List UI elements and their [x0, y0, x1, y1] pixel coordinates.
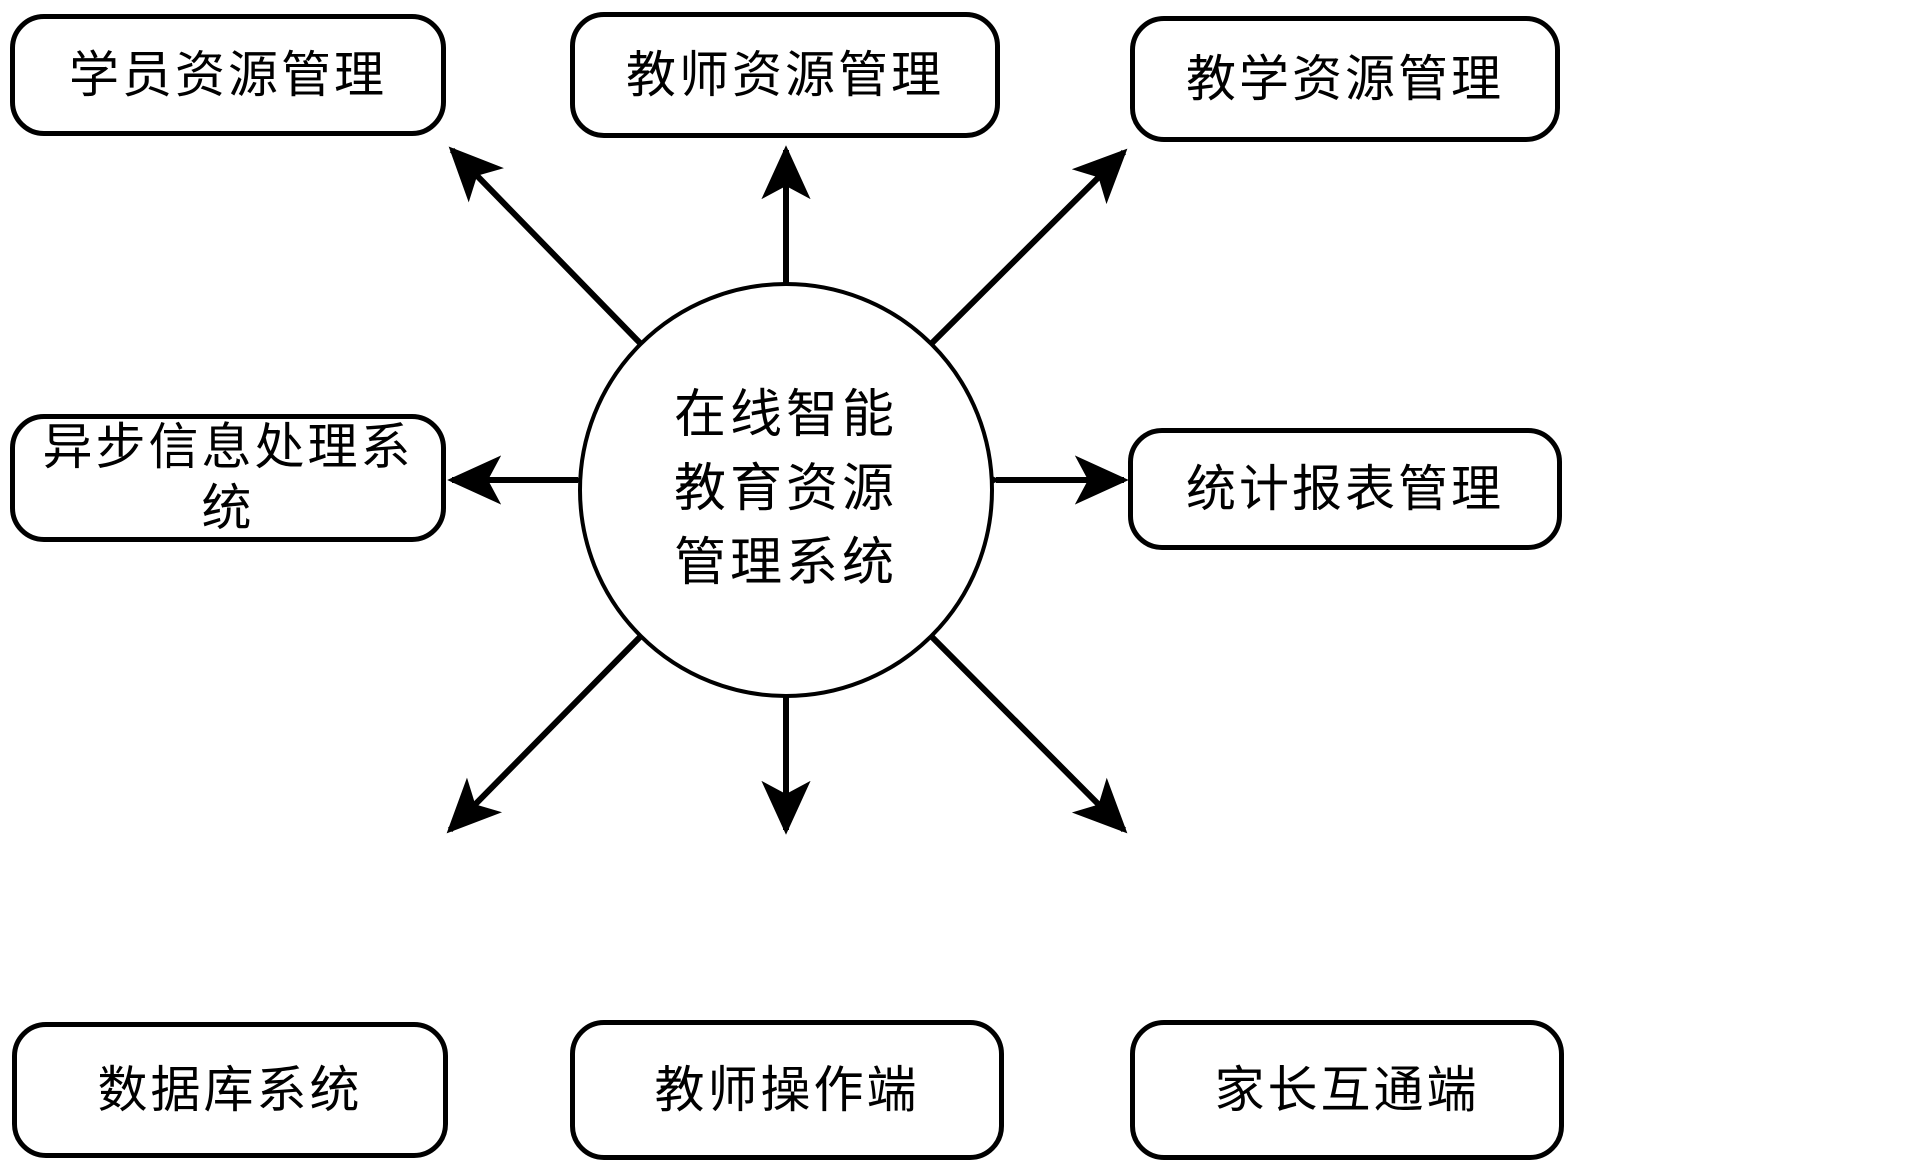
node-async-information-processing-system[interactable]: 异步信息处理系 统 [10, 414, 446, 542]
node-statistical-report-management[interactable]: 统计报表管理 [1128, 428, 1562, 550]
edge-hub-to-student [448, 146, 692, 396]
edge-hub-to-parent [879, 584, 1128, 834]
hub-online-intelligent-education-resource-management-system[interactable]: 在线智能 教育资源 管理系统 [578, 282, 994, 698]
node-parent-communication-terminal[interactable]: 家长互通端 [1130, 1020, 1564, 1160]
edge-hub-to-teaching [879, 148, 1128, 396]
node-student-resource-management[interactable]: 学员资源管理 [10, 14, 446, 136]
node-database-system[interactable]: 数据库系统 [12, 1022, 448, 1158]
edge-hub-to-database [446, 584, 693, 834]
node-teaching-resource-management[interactable]: 教学资源管理 [1130, 16, 1560, 142]
node-teacher-resource-management[interactable]: 教师资源管理 [570, 12, 1000, 138]
node-teacher-operation-terminal[interactable]: 教师操作端 [570, 1020, 1004, 1160]
